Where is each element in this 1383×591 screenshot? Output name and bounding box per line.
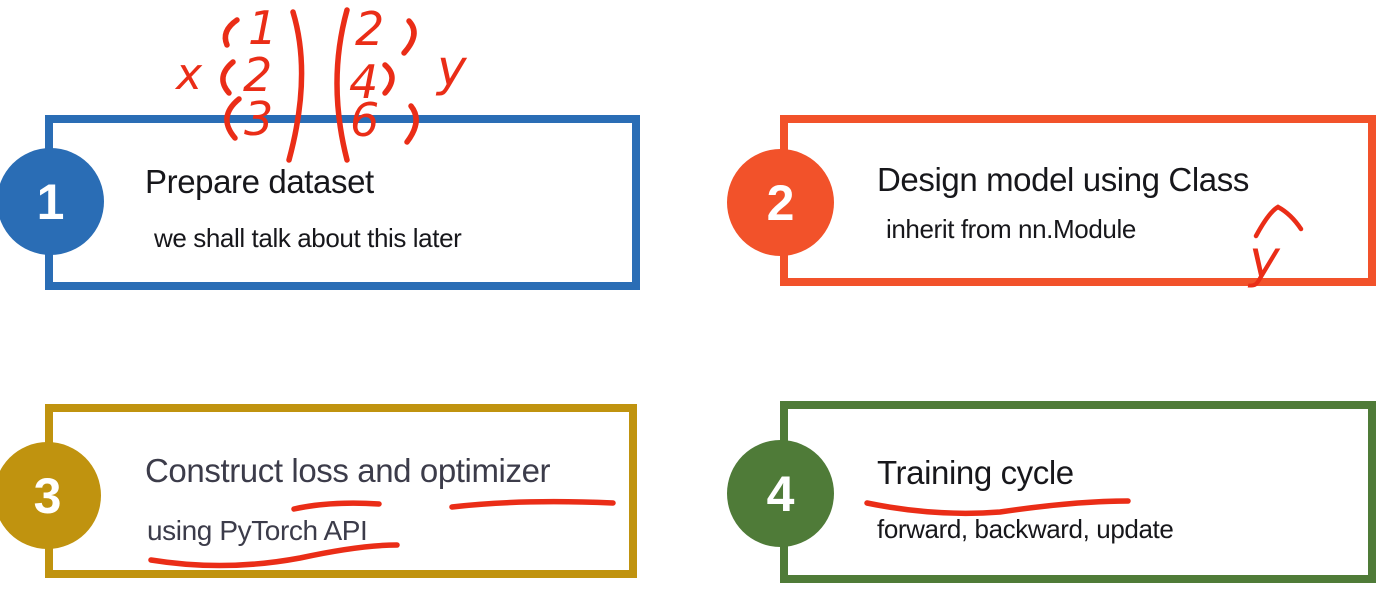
step-4-number-badge: 4 bbox=[727, 440, 834, 547]
step-4-title: Training cycle bbox=[877, 454, 1074, 491]
step-4-box bbox=[780, 401, 1376, 583]
step-3-title: Construct loss and optimizer bbox=[145, 452, 551, 489]
y-vector-value-2: 4 bbox=[349, 55, 378, 109]
step-3-subtitle: using PyTorch API bbox=[147, 515, 368, 546]
step-4-number: 4 bbox=[766, 465, 795, 522]
x-vector-left-paren-row1 bbox=[222, 17, 240, 48]
step-3-number: 3 bbox=[33, 467, 62, 524]
y-vector-value-1: 2 bbox=[355, 2, 384, 56]
y-vector-right-paren-row2 bbox=[382, 62, 395, 96]
step-3-number-badge: 3 bbox=[0, 442, 101, 549]
x-vector-value-2: 2 bbox=[243, 48, 272, 102]
x-vector-label: x bbox=[174, 49, 203, 100]
x-vector-left-paren-row2 bbox=[220, 59, 236, 96]
x-vector-value-1: 1 bbox=[248, 1, 277, 55]
y-vector-label: y bbox=[435, 39, 468, 97]
step-1-number: 1 bbox=[36, 173, 65, 230]
step-1-title: Prepare dataset bbox=[145, 163, 374, 200]
step-1-box bbox=[45, 115, 640, 290]
step-2-title: Design model using Class bbox=[877, 161, 1249, 198]
step-4-subtitle: forward, backward, update bbox=[877, 514, 1174, 544]
step-1-number-badge: 1 bbox=[0, 148, 104, 255]
step-3-box bbox=[45, 404, 637, 578]
y-vector-right-paren-row1 bbox=[401, 18, 417, 56]
step-2-subtitle: inherit from nn.Module bbox=[886, 214, 1136, 244]
step-2-number-badge: 2 bbox=[727, 149, 834, 256]
step-2-number: 2 bbox=[766, 174, 795, 231]
step-1-subtitle: we shall talk about this later bbox=[154, 223, 462, 253]
step-2-box bbox=[780, 115, 1376, 286]
